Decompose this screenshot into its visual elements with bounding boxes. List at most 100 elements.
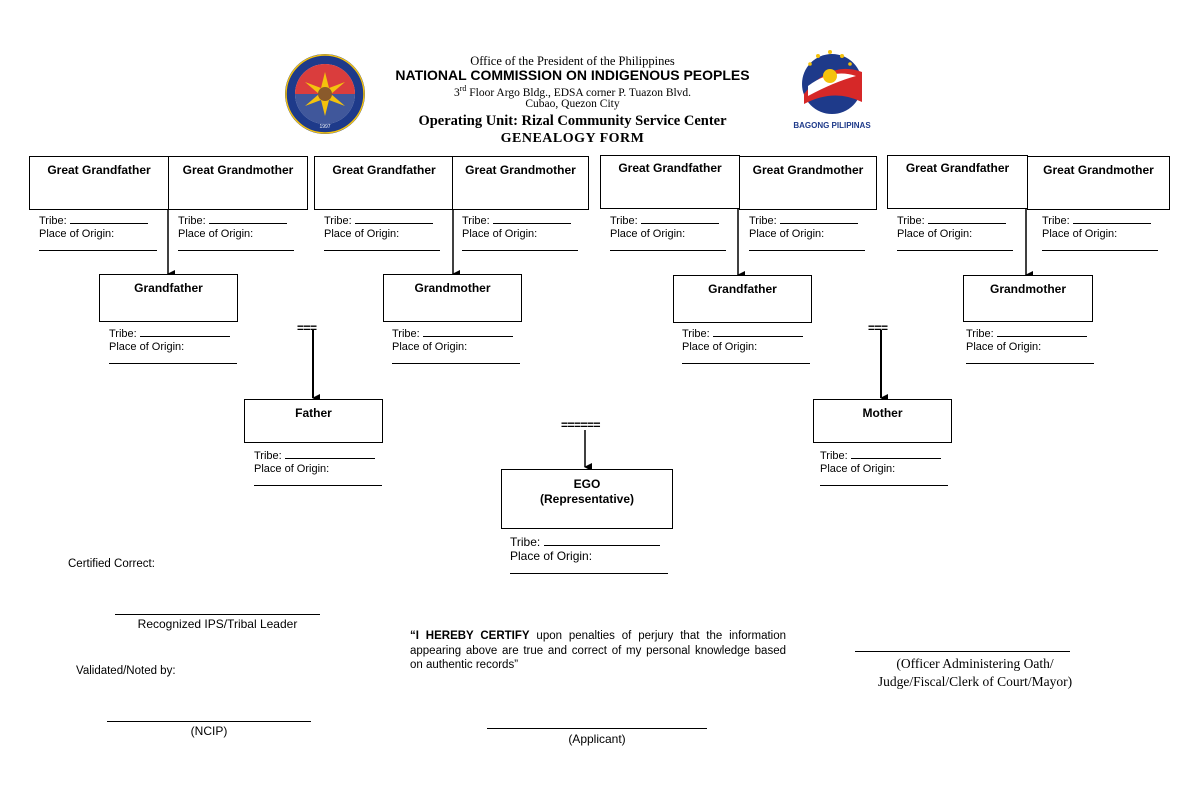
ncip-seal-logo: 1997 bbox=[285, 54, 365, 134]
box-great-grandmother-3[interactable]: Great Grandmother bbox=[739, 156, 877, 210]
tribe-input-line[interactable] bbox=[208, 214, 287, 224]
tribe-label: Tribe: bbox=[178, 215, 206, 227]
origin-label: Place of Origin: bbox=[966, 341, 1042, 353]
origin-label: Place of Origin: bbox=[897, 228, 973, 240]
tribe-input-line[interactable] bbox=[996, 327, 1087, 337]
tribe-label: Tribe: bbox=[392, 328, 420, 340]
tribe-label: Tribe: bbox=[966, 328, 994, 340]
origin-input-line[interactable] bbox=[682, 354, 810, 364]
origin-label: Place of Origin: bbox=[1042, 228, 1118, 240]
tribe-input-line[interactable] bbox=[927, 214, 1006, 224]
tribe-input-line[interactable] bbox=[492, 214, 571, 224]
box-grandfather-paternal[interactable]: Grandfather bbox=[99, 274, 238, 322]
origin-input-line[interactable] bbox=[749, 241, 865, 251]
box-ego[interactable]: EGO (Representative) bbox=[501, 469, 673, 529]
office-line: Office of the President of the Philippin… bbox=[470, 54, 675, 68]
officer-signature-line[interactable] bbox=[855, 651, 1070, 652]
tribe-input-line[interactable] bbox=[139, 327, 230, 337]
origin-input-line[interactable] bbox=[610, 241, 726, 251]
origin-label: Place of Origin: bbox=[510, 549, 593, 563]
origin-label: Place of Origin: bbox=[392, 341, 468, 353]
fields-great-grandfather-3: Tribe: Place of Origin: bbox=[610, 214, 726, 251]
tribe-input-line[interactable] bbox=[422, 327, 513, 337]
form-title: GENEALOGY FORM bbox=[500, 131, 645, 146]
certification-statement: “I HEREBY CERTIFY upon penalties of perj… bbox=[410, 629, 786, 673]
origin-label: Place of Origin: bbox=[254, 463, 330, 475]
origin-input-line[interactable] bbox=[39, 241, 157, 251]
tribe-label: Tribe: bbox=[682, 328, 710, 340]
address-line-1: 3rd Floor Argo Bldg., EDSA corner P. Tua… bbox=[380, 84, 765, 99]
box-great-grandmother-2[interactable]: Great Grandmother bbox=[452, 156, 589, 210]
ncip-signature-line[interactable] bbox=[107, 721, 311, 722]
box-great-grandfather-2[interactable]: Great Grandfather bbox=[314, 156, 454, 210]
tribe-label: Tribe: bbox=[324, 215, 352, 227]
fields-grandmother-paternal: Tribe: Place of Origin: bbox=[392, 327, 520, 364]
certification-text: upon penalties of perjury that the infor… bbox=[410, 630, 787, 671]
box-father[interactable]: Father bbox=[244, 399, 383, 443]
origin-input-line[interactable] bbox=[820, 476, 948, 486]
box-grandfather-maternal[interactable]: Grandfather bbox=[673, 275, 812, 323]
origin-input-line[interactable] bbox=[178, 241, 294, 251]
origin-label: Place of Origin: bbox=[820, 463, 896, 475]
tribal-leader-signature-line[interactable] bbox=[115, 614, 320, 615]
validated-label: Validated/Noted by: bbox=[76, 665, 176, 677]
fields-great-grandmother-2: Tribe: Place of Origin: bbox=[462, 214, 578, 251]
origin-input-line[interactable] bbox=[510, 563, 668, 574]
tribe-label: Tribe: bbox=[510, 535, 541, 549]
tribe-input-line[interactable] bbox=[1072, 214, 1151, 224]
origin-label: Place of Origin: bbox=[39, 228, 115, 240]
origin-input-line[interactable] bbox=[324, 241, 440, 251]
origin-input-line[interactable] bbox=[462, 241, 578, 251]
tribe-input-line[interactable] bbox=[712, 327, 803, 337]
origin-input-line[interactable] bbox=[897, 241, 1013, 251]
address-floor-number: 3 bbox=[453, 86, 460, 99]
fields-father: Tribe: Place of Origin: bbox=[254, 449, 382, 486]
tribe-label: Tribe: bbox=[254, 450, 282, 462]
tribe-input-line[interactable] bbox=[354, 214, 433, 224]
address-floor-suffix: rd bbox=[459, 84, 467, 93]
officer-label: (Officer Administering Oath/ Judge/Fisca… bbox=[840, 655, 1110, 691]
tribe-input-line[interactable] bbox=[779, 214, 858, 224]
fields-great-grandfather-1: Tribe: Place of Origin: bbox=[39, 214, 157, 251]
tribe-label: Tribe: bbox=[610, 215, 638, 227]
origin-label: Place of Origin: bbox=[682, 341, 758, 353]
marriage-mark-paternal: === bbox=[297, 321, 317, 335]
box-grandmother-maternal[interactable]: Grandmother bbox=[963, 275, 1093, 322]
tribe-label: Tribe: bbox=[109, 328, 137, 340]
ego-label: EGO bbox=[573, 477, 601, 491]
agency-name: NATIONAL COMMISSION ON INDIGENOUS PEOPLE… bbox=[395, 67, 750, 83]
origin-input-line[interactable] bbox=[392, 354, 520, 364]
box-mother[interactable]: Mother bbox=[813, 399, 952, 443]
applicant-signature-line[interactable] bbox=[487, 728, 707, 729]
box-great-grandfather-1[interactable]: Great Grandfather bbox=[29, 156, 169, 210]
tribe-label: Tribe: bbox=[820, 450, 848, 462]
officer-label-line-1: (Officer Administering Oath/ bbox=[896, 656, 1054, 671]
box-grandmother-paternal[interactable]: Grandmother bbox=[383, 274, 522, 322]
fields-grandfather-maternal: Tribe: Place of Origin: bbox=[682, 327, 810, 364]
tribe-input-line[interactable] bbox=[69, 214, 148, 224]
origin-input-line[interactable] bbox=[109, 354, 237, 364]
ego-sub-label: (Representative) bbox=[539, 492, 635, 506]
bagong-pilipinas-text: BAGONG PILIPINAS bbox=[793, 121, 871, 130]
origin-input-line[interactable] bbox=[1042, 241, 1158, 251]
tribe-input-line[interactable] bbox=[284, 449, 375, 459]
box-great-grandfather-3[interactable]: Great Grandfather bbox=[600, 155, 740, 209]
tribe-input-line[interactable] bbox=[850, 449, 941, 459]
origin-label: Place of Origin: bbox=[324, 228, 400, 240]
tribe-input-line[interactable] bbox=[640, 214, 719, 224]
origin-input-line[interactable] bbox=[966, 354, 1094, 364]
address-rest: Floor Argo Bldg., EDSA corner P. Tuazon … bbox=[466, 86, 692, 99]
marriage-mark-parents: ====== bbox=[561, 418, 601, 432]
origin-label: Place of Origin: bbox=[109, 341, 185, 353]
fields-great-grandmother-1: Tribe: Place of Origin: bbox=[178, 214, 294, 251]
box-great-grandmother-4[interactable]: Great Grandmother bbox=[1027, 156, 1170, 210]
tribe-label: Tribe: bbox=[749, 215, 777, 227]
tribe-input-line[interactable] bbox=[543, 536, 660, 546]
tribe-label: Tribe: bbox=[897, 215, 925, 227]
ncip-label: (NCIP) bbox=[190, 724, 228, 738]
box-great-grandmother-1[interactable]: Great Grandmother bbox=[168, 156, 308, 210]
origin-input-line[interactable] bbox=[254, 476, 382, 486]
origin-label: Place of Origin: bbox=[178, 228, 254, 240]
box-great-grandfather-4[interactable]: Great Grandfather bbox=[887, 155, 1028, 209]
operating-unit: Operating Unit: Rizal Community Service … bbox=[418, 113, 727, 129]
